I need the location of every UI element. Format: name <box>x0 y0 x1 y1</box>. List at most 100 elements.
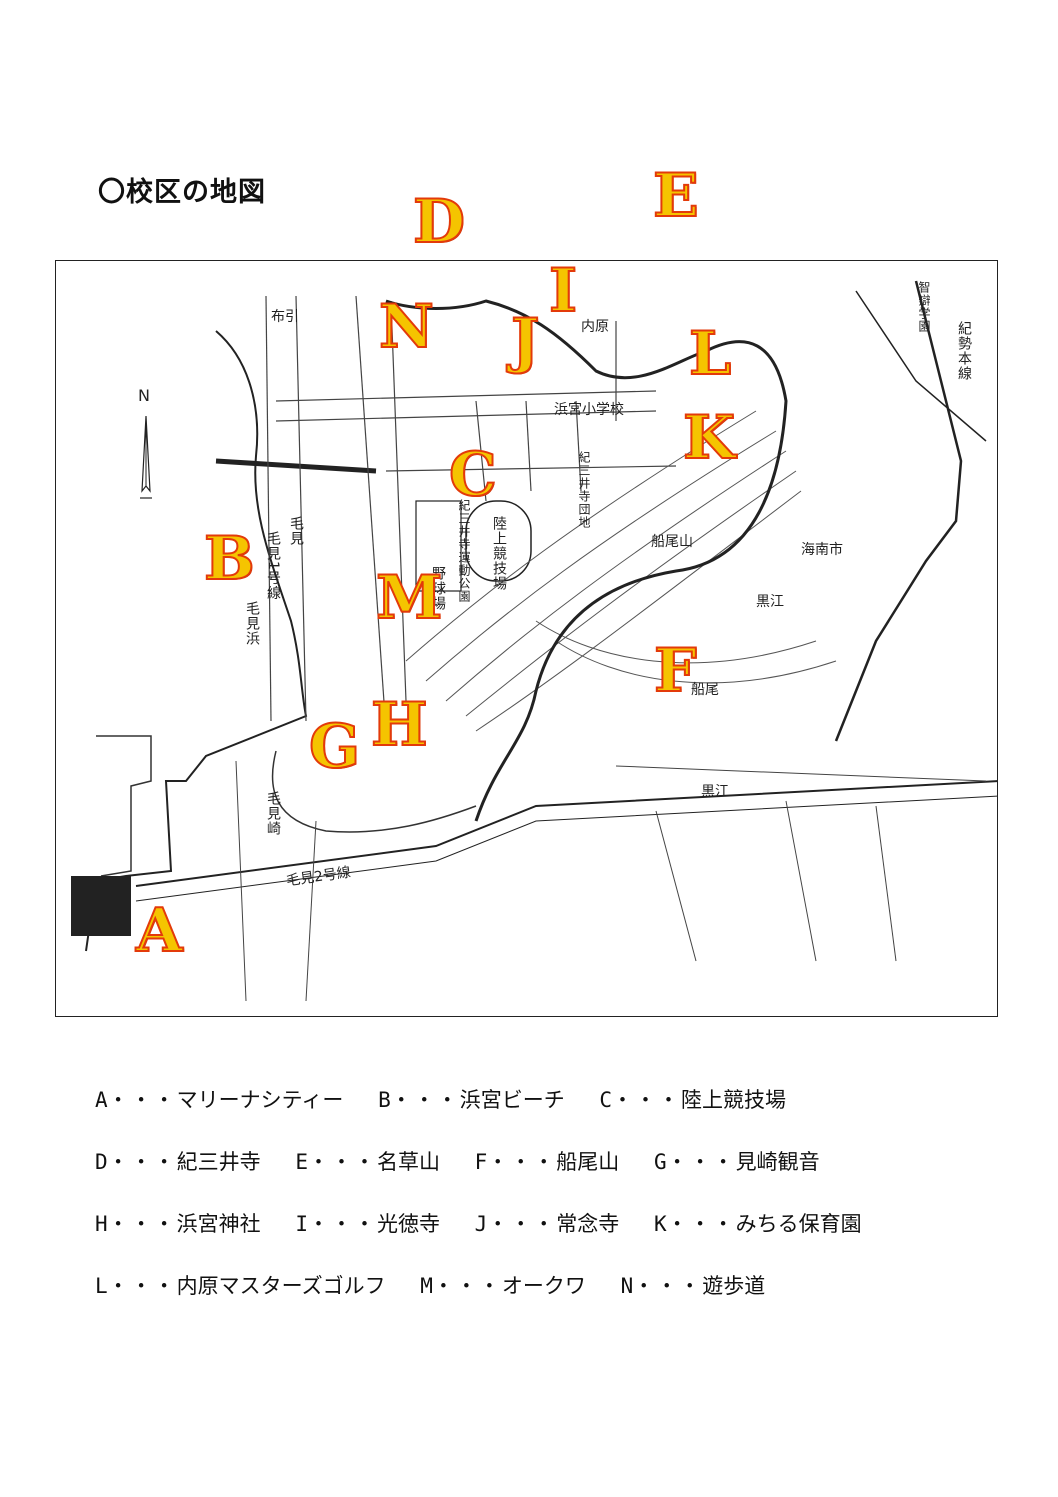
legend-item: D・・・紀三井寺 <box>95 1152 261 1173</box>
legend-item: J・・・常念寺 <box>475 1214 620 1235</box>
baseball-field <box>415 500 462 592</box>
coastline <box>85 330 308 952</box>
page-title: 〇校区の地図 <box>98 177 266 208</box>
marina-block <box>71 876 131 936</box>
label-kuroe-station: 黒江 <box>701 784 729 800</box>
mountain-contours <box>405 410 837 732</box>
marker-d: D <box>412 187 466 257</box>
legend-item: H・・・浜宮神社 <box>95 1214 261 1235</box>
legend-item: F・・・船尾山 <box>475 1152 620 1173</box>
marker-j: J <box>510 306 540 376</box>
legend-item: E・・・名草山 <box>295 1152 440 1173</box>
legend-item: A・・・マリーナシティー <box>95 1090 343 1111</box>
walking-path <box>385 299 788 822</box>
marker-m: M <box>375 563 443 633</box>
legend-key: B <box>378 1088 391 1112</box>
label-danchi: 紀三井寺団地 <box>577 451 591 529</box>
thick-road <box>215 458 377 474</box>
legend-value: マリーナシティー <box>176 1088 344 1112</box>
label-stadium: 陸上競技場 <box>491 516 507 591</box>
marker-e: E <box>652 161 700 231</box>
label-uchihara: 内原 <box>581 319 609 335</box>
label-funaoyama: 船尾山 <box>651 534 693 550</box>
label-kemisaki: 毛見崎 <box>265 791 281 836</box>
route2-road-edge <box>135 795 997 902</box>
legend-separator: ・・・ <box>487 1150 557 1174</box>
label-baseball: 野球場 <box>430 566 446 611</box>
legend-value: 浜宮神社 <box>176 1212 261 1236</box>
legend-row: D・・・紀三井寺 E・・・名草山 F・・・船尾山 G・・・見崎観音 <box>95 1152 975 1182</box>
legend-row: A・・・マリーナシティー B・・・浜宮ビーチ C・・・陸上競技場 <box>95 1090 975 1120</box>
stadium-outline <box>465 500 532 582</box>
label-kainan: 海南市 <box>801 542 843 558</box>
marker-legend: A・・・マリーナシティー B・・・浜宮ビーチ C・・・陸上競技場 D・・・紀三井… <box>95 1090 975 1338</box>
school-district-map: 布引 内原 浜宮小学校 毛見 毛見1号線 毛見浜 毛見崎 毛見2号線 船尾山 海… <box>55 260 998 1017</box>
street-grid <box>265 295 677 732</box>
legend-key: D <box>95 1150 108 1174</box>
legend-separator: ・・・ <box>107 1274 177 1298</box>
legend-item: G・・・見崎観音 <box>654 1152 820 1173</box>
label-chiben: 智辯学園 <box>917 281 931 333</box>
legend-separator: ・・・ <box>666 1150 736 1174</box>
legend-item: I・・・光徳寺 <box>295 1214 440 1235</box>
legend-value: オークワ <box>501 1274 586 1298</box>
legend-key: J <box>474 1212 488 1236</box>
north-label: N <box>138 386 150 405</box>
label-park: 紀三井寺運動公園 <box>457 499 471 603</box>
legend-value: 常念寺 <box>556 1212 620 1236</box>
legend-key: K <box>653 1212 667 1236</box>
legend-key: E <box>295 1150 308 1174</box>
legend-key: N <box>620 1274 634 1298</box>
legend-row: L・・・内原マスターズゴルフ M・・・オークワ N・・・遊歩道 <box>95 1276 975 1306</box>
label-funao: 船尾 <box>691 682 719 698</box>
legend-separator: ・・・ <box>390 1088 460 1112</box>
legend-key: I <box>295 1212 308 1236</box>
legend-separator: ・・・ <box>612 1088 682 1112</box>
legend-value: 見崎観音 <box>735 1150 820 1174</box>
marker-k: K <box>682 403 736 473</box>
label-nunobiki: 布引 <box>271 309 299 325</box>
legend-value: 遊歩道 <box>702 1274 766 1298</box>
legend-value: 船尾山 <box>556 1150 620 1174</box>
legend-key: G <box>653 1150 667 1174</box>
legend-item: L・・・内原マスターズゴルフ <box>95 1276 386 1297</box>
railway-east <box>855 290 987 442</box>
kemisaki-outline <box>271 750 477 833</box>
route2-road <box>135 780 997 887</box>
legend-separator: ・・・ <box>633 1274 703 1298</box>
marker-h: H <box>370 690 429 760</box>
south-blocks <box>235 760 987 1002</box>
legend-separator: ・・・ <box>666 1212 736 1236</box>
marker-c: C <box>448 440 498 510</box>
legend-item: K・・・みちる保育園 <box>654 1214 862 1235</box>
legend-value: 光徳寺 <box>376 1212 440 1236</box>
legend-key: H <box>95 1212 108 1236</box>
label-kemi: 毛見 <box>288 516 304 546</box>
railway <box>834 280 963 742</box>
label-kemi-hama: 毛見浜 <box>244 601 260 646</box>
marker-i: I <box>548 260 578 326</box>
marker-a: A <box>135 896 184 966</box>
legend-key: A <box>95 1088 108 1112</box>
marker-f: F <box>653 636 698 706</box>
legend-value: 紀三井寺 <box>176 1150 261 1174</box>
marker-g: G <box>308 712 361 782</box>
legend-item: B・・・浜宮ビーチ <box>378 1090 565 1111</box>
marker-b: B <box>203 524 256 594</box>
legend-key: M <box>420 1274 433 1298</box>
legend-separator: ・・・ <box>107 1150 177 1174</box>
legend-key: L <box>95 1274 108 1298</box>
north-arrow-icon <box>140 416 152 499</box>
label-kisei-line: 紀勢本線 <box>956 321 972 381</box>
label-route1: 毛見1号線 <box>265 531 281 601</box>
marker-n: N <box>378 292 435 362</box>
map-drawing <box>71 280 997 1002</box>
legend-separator: ・・・ <box>432 1274 502 1298</box>
legend-item: N・・・遊歩道 <box>621 1276 766 1297</box>
legend-value: 名草山 <box>376 1150 440 1174</box>
marker-l: L <box>688 319 732 389</box>
legend-separator: ・・・ <box>107 1088 177 1112</box>
legend-key: F <box>474 1150 488 1174</box>
legend-separator: ・・・ <box>307 1150 377 1174</box>
label-school: 浜宮小学校 <box>554 402 624 418</box>
